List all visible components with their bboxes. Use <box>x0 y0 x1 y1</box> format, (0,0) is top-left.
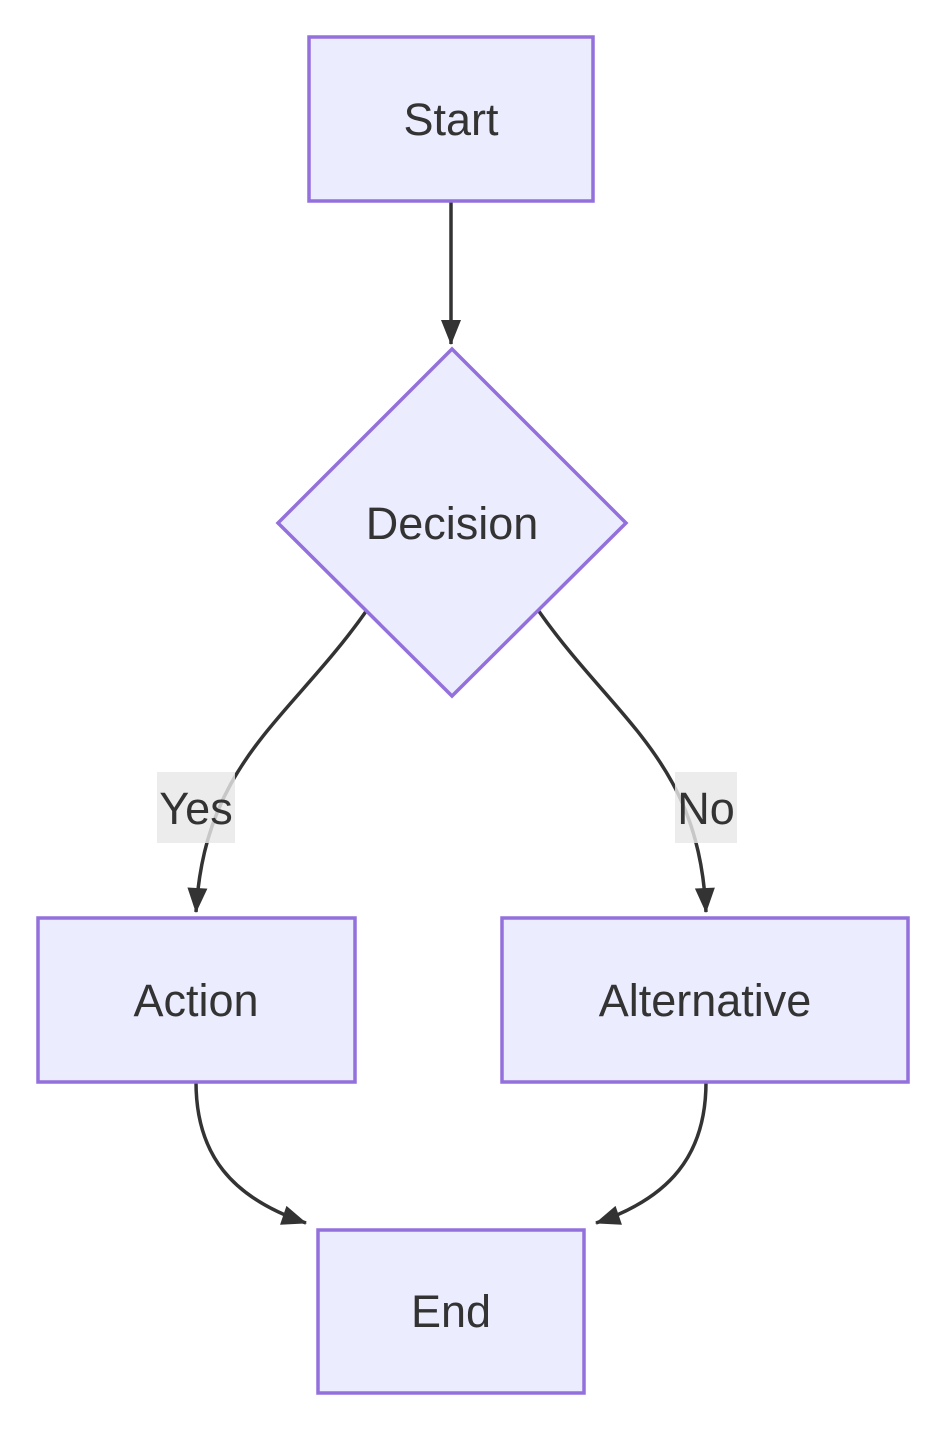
decision-diamond <box>275 346 629 699</box>
end-rectangle <box>316 1228 586 1395</box>
decision-label: Decision <box>366 498 539 549</box>
edge-label-no-background <box>675 772 737 843</box>
edge-action-to-end <box>194 1081 307 1225</box>
node-start: Start <box>307 35 595 203</box>
edge-label-yes-background <box>157 772 235 843</box>
end-label: End <box>411 1286 491 1337</box>
action-label: Action <box>133 975 258 1026</box>
action-rectangle <box>36 916 357 1084</box>
start-label: Start <box>403 94 499 145</box>
edge-decision-to-alternative <box>536 608 715 913</box>
node-group: Start Decision Action Alternative End <box>36 35 910 1395</box>
edge-label-group: Yes No <box>157 772 737 843</box>
edge-group <box>187 201 715 1225</box>
node-alternative: Alternative <box>500 916 910 1084</box>
start-rectangle <box>307 35 595 203</box>
node-action: Action <box>36 916 357 1084</box>
edge-label-yes: Yes <box>159 783 232 834</box>
node-end: End <box>316 1228 586 1395</box>
alternative-rectangle <box>500 916 910 1084</box>
edge-alternative-to-end <box>595 1081 708 1225</box>
node-decision: Decision <box>275 346 629 699</box>
edge-label-no: No <box>677 783 735 834</box>
alternative-label: Alternative <box>599 975 812 1026</box>
edge-decision-to-action <box>187 608 369 913</box>
